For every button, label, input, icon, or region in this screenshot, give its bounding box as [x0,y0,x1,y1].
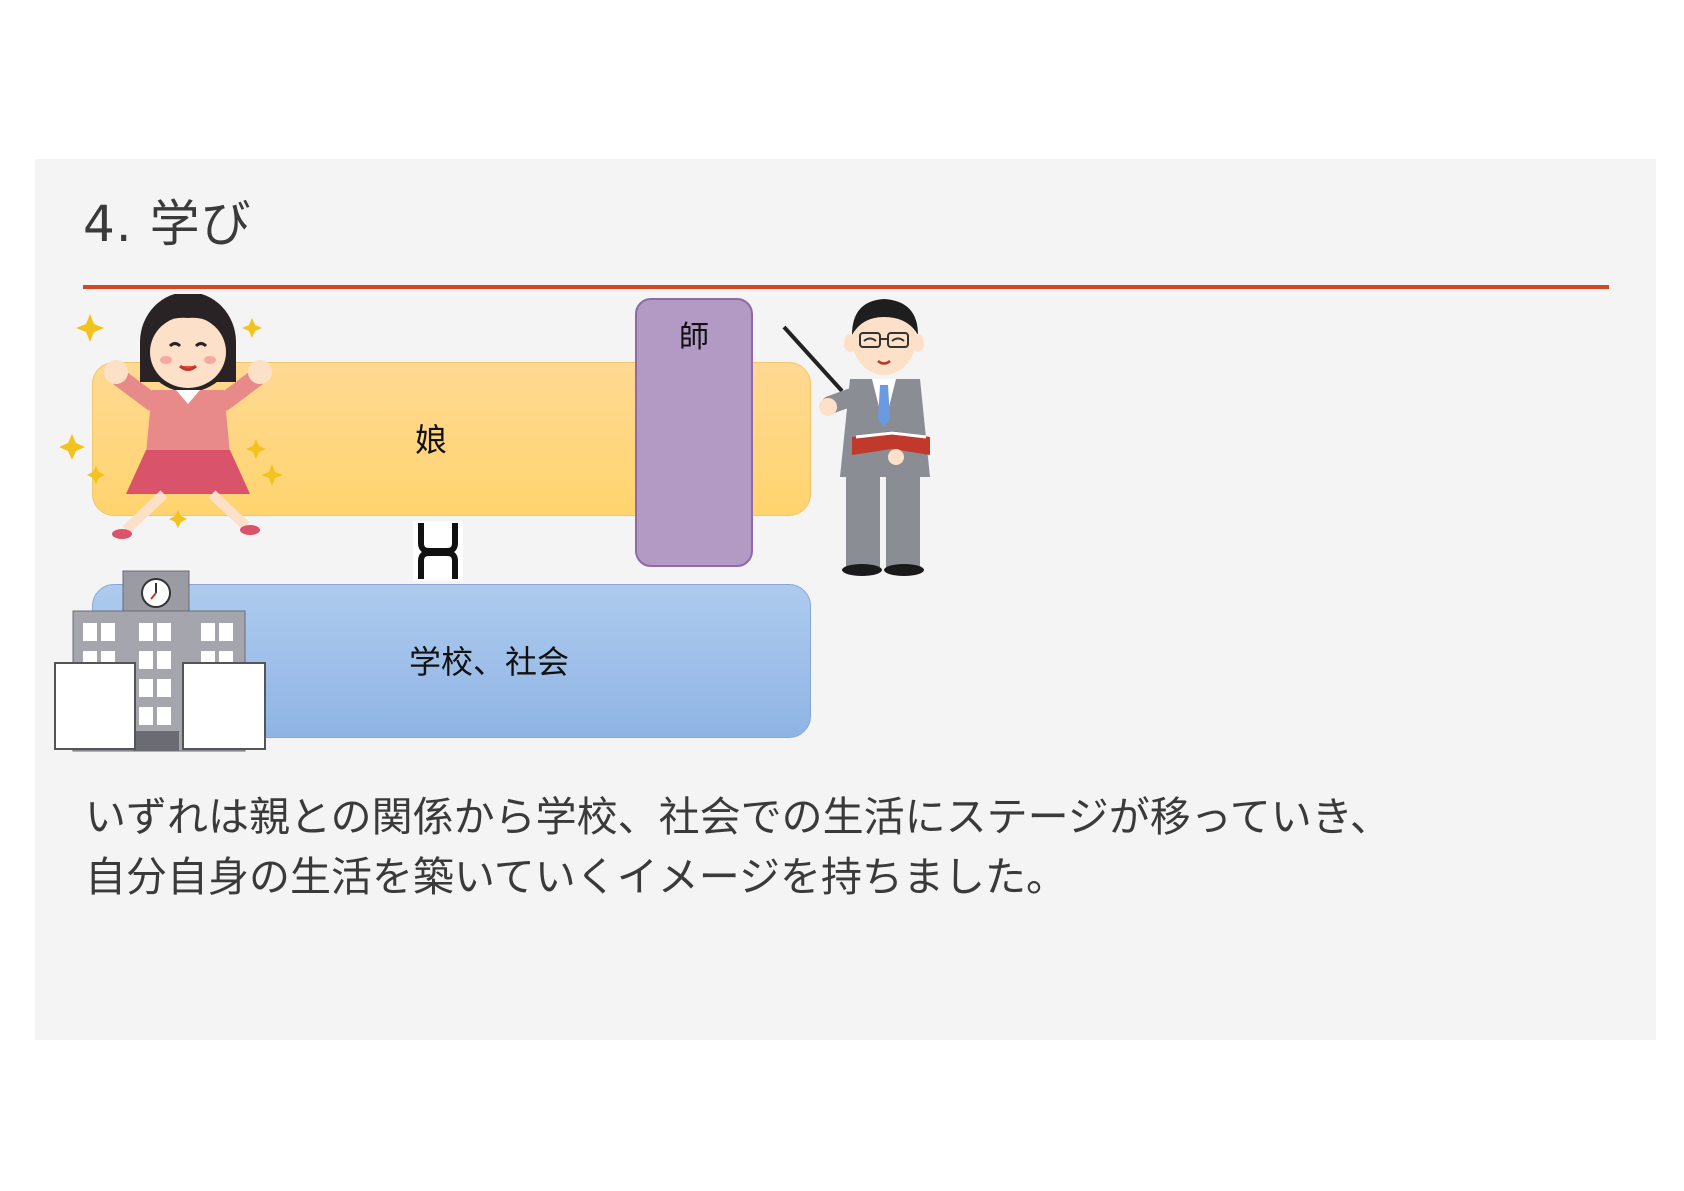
teacher-box: 師 [635,298,753,567]
body-line-1: いずれは親との関係から学校、社会での生活にステージが移っていき、 [85,793,1391,841]
daughter-label: 娘 [415,421,448,459]
title-divider [83,285,1609,289]
teacher-illustration [782,299,930,576]
arrow-icon [413,521,463,581]
school-society-label: 学校、社会 [409,643,570,681]
girl-illustration [60,294,283,539]
teacher-label: 師 [679,320,709,355]
body-text: いずれは親との関係から学校、社会での生活にステージが移っていき、 自分自身の生活… [85,787,1391,907]
body-line-2: 自分自身の生活を築いていくイメージを持ちました。 [85,853,1067,901]
slide-title: 4. 学び [83,195,252,253]
school-building-illustration [54,570,266,752]
slide: 4. 学び 娘 学校、社会 師 [35,159,1656,1040]
